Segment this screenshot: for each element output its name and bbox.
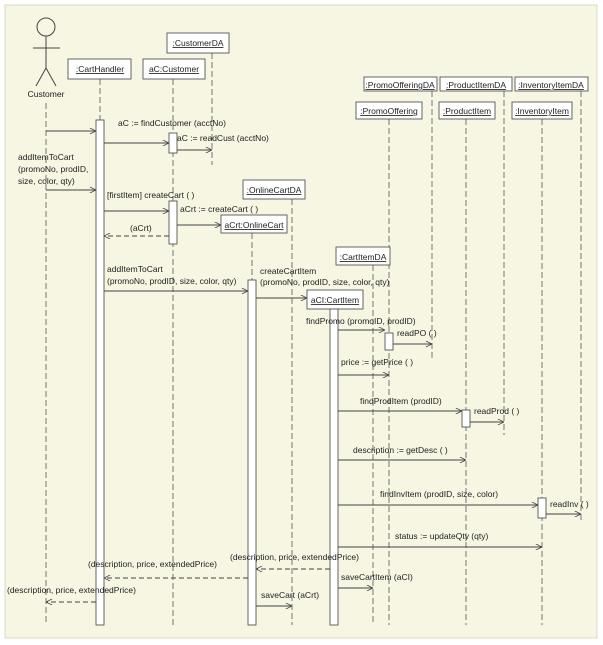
customer-da-label: :CustomerDA: [172, 38, 223, 48]
product-item-label: :ProductItem: [443, 106, 491, 116]
find-prod-item-label: findProdItem (prodID): [360, 396, 442, 406]
inventory-item-label: :InventoryItem: [515, 106, 569, 116]
get-desc-label: description := getDesc ( ): [353, 445, 448, 455]
find-promo-label: findPromo (promoID, prodID): [306, 316, 416, 326]
find-customer-label: aC := findCustomer (acctNo): [118, 118, 226, 128]
read-po-label: readPO ( ): [397, 328, 437, 338]
add-item-to-cart-2-line1: addItemToCart: [107, 264, 163, 274]
activation-cart-handler: [95, 119, 105, 626]
customer-actor-icon: [33, 17, 60, 87]
activation-promo-offering: [384, 332, 394, 351]
actor-label: Customer: [28, 89, 65, 99]
online-cart-box: [220, 214, 288, 234]
return-acrt-label: (aCrt): [130, 223, 152, 233]
create-cart-label: [firstItem] createCart ( ): [107, 190, 195, 200]
customer-da-box: [166, 32, 230, 54]
customer-object-box: [142, 58, 206, 80]
get-price-label: price := getPrice ( ): [341, 357, 413, 367]
online-cart-label: aCrt:OnlineCart: [224, 220, 284, 230]
cart-item-da-box: [335, 246, 391, 266]
product-item-da-box: [439, 76, 513, 92]
online-cart-da-box: [242, 179, 306, 200]
find-inv-item-label: findInvItem (prodID, size, color): [380, 489, 498, 499]
create-cart-item-line2: (promoNo, prodID, size, color, qty): [260, 277, 390, 287]
inventory-item-box: [511, 101, 573, 120]
read-prod-label: readProd ( ): [474, 406, 520, 416]
promo-offering-label: :PromoOffering: [360, 106, 418, 116]
diagram-frame: [4, 4, 598, 639]
update-qty-label: status := updateQty (qty): [395, 531, 488, 541]
return-to-customer-label: (description, price, extendedPrice): [7, 585, 136, 595]
product-item-da-label: :ProductItemDA: [446, 80, 506, 90]
save-cart-label: saveCart (aCrt): [261, 590, 319, 600]
return-from-cart-label: (description, price, extendedPrice): [88, 559, 217, 569]
cart-handler-box: [67, 58, 132, 80]
add-item-to-cart-1-line1: addItemToCart: [18, 152, 74, 162]
cart-item-label: aCI:CartItem: [311, 295, 359, 305]
save-cart-item-label: saveCartItem (aCI): [341, 572, 413, 582]
create-cart-inner-label: aCrt := createCart ( ): [180, 204, 258, 214]
activation-cart-item: [329, 308, 339, 626]
product-item-box: [438, 101, 496, 120]
return-from-cart-item-label: (description, price, extendedPrice): [230, 552, 359, 562]
customer-object-label: aC:Customer: [149, 64, 199, 74]
activation-customer-object-2: [168, 200, 178, 245]
create-cart-item-line1: createCartItem: [260, 266, 316, 276]
inventory-item-da-box: [514, 76, 589, 92]
read-inv-label: readInv ( ): [550, 499, 589, 509]
online-cart-da-label: :OnlineCartDA: [247, 185, 302, 195]
activation-product-item: [461, 409, 471, 428]
cart-item-da-label: :CartItemDA: [340, 252, 387, 262]
cart-handler-label: :CartHandler: [76, 64, 124, 74]
promo-offering-box: [355, 101, 423, 120]
add-item-to-cart-2-line2: (promoNo, prodID, size, color, qty): [107, 276, 237, 286]
add-item-to-cart-1-line3: size, color, qty): [18, 176, 75, 186]
promo-offering-da-box: [363, 76, 438, 92]
activation-customer-object-1: [168, 132, 178, 154]
read-cust-label: aC := readCust (acctNo): [177, 133, 269, 143]
inventory-item-da-label: :InventoryItemDA: [518, 80, 584, 90]
add-item-to-cart-1-line2: (promoNo, prodID,: [18, 164, 88, 174]
promo-offering-da-label: :PromoOfferingDA: [365, 80, 435, 90]
activation-online-cart: [247, 279, 257, 626]
activation-inventory-item: [537, 497, 547, 519]
